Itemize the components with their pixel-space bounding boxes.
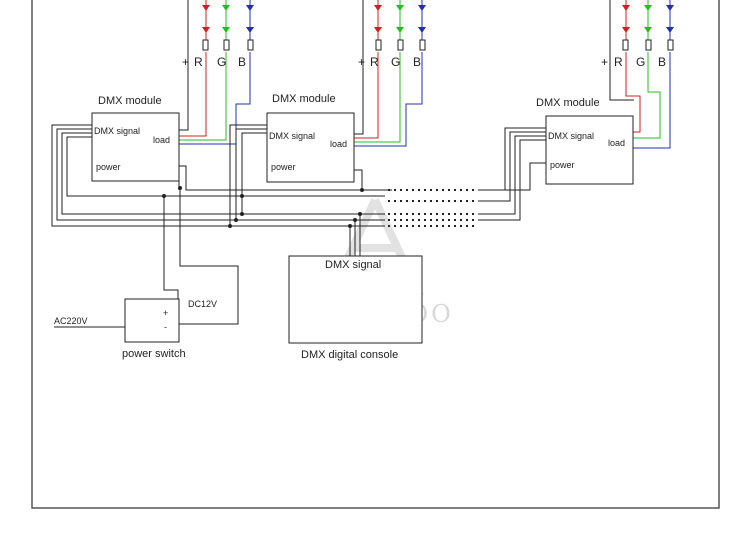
svg-text:G: G bbox=[391, 55, 400, 69]
led-string-3 bbox=[622, 0, 674, 51]
led-icon bbox=[644, 5, 652, 33]
resistor-icon bbox=[223, 39, 230, 51]
outer-frame bbox=[31, 0, 720, 509]
module-title: DMX module bbox=[536, 97, 600, 109]
led-icon bbox=[396, 5, 404, 33]
led-icon bbox=[202, 5, 210, 33]
svg-text:B: B bbox=[413, 55, 421, 69]
power-wiring bbox=[162, 162, 546, 325]
power-minus-label: - bbox=[164, 322, 167, 332]
dmx-module-2: DMX module DMX signal load power bbox=[266, 93, 355, 183]
svg-text:B: B bbox=[658, 55, 666, 69]
svg-text:+: + bbox=[182, 55, 189, 69]
module-title: DMX module bbox=[98, 95, 162, 107]
rgb-labels-1: + R G B bbox=[182, 55, 246, 69]
module-power-label: power bbox=[550, 160, 575, 170]
svg-text:B: B bbox=[238, 55, 246, 69]
led-icon bbox=[246, 5, 254, 33]
svg-text:G: G bbox=[217, 55, 226, 69]
svg-text:R: R bbox=[194, 55, 203, 69]
svg-text:+: + bbox=[601, 55, 608, 69]
module-box bbox=[266, 112, 355, 183]
load-wires-2 bbox=[354, 0, 423, 147]
rgb-labels-2: + R G B bbox=[358, 55, 421, 69]
power-switch-caption: power switch bbox=[122, 348, 186, 360]
led-string-1 bbox=[202, 0, 254, 51]
power-plus-label: + bbox=[163, 308, 168, 318]
resistor-icon bbox=[247, 39, 254, 51]
led-icon bbox=[418, 5, 426, 33]
module-power-label: power bbox=[271, 162, 296, 172]
module-load-label: load bbox=[608, 138, 625, 148]
led-icon bbox=[222, 5, 230, 33]
module-load-label: load bbox=[330, 139, 347, 149]
dmx-module-3: DMX module DMX signal load power bbox=[536, 97, 634, 185]
led-icon bbox=[374, 5, 382, 33]
led-string-2 bbox=[374, 0, 426, 51]
power-switch: + - AC220V DC12V power switch bbox=[54, 298, 217, 360]
led-icon bbox=[622, 5, 630, 33]
svg-text:G: G bbox=[636, 55, 645, 69]
led-icon bbox=[666, 5, 674, 33]
resistor-icon bbox=[375, 39, 382, 51]
resistor-icon bbox=[645, 39, 652, 51]
dc-output-label: DC12V bbox=[188, 299, 217, 309]
resistor-icon bbox=[419, 39, 426, 51]
dmx-signal-bus bbox=[51, 124, 546, 256]
module-title: DMX module bbox=[272, 93, 336, 105]
console-box bbox=[288, 255, 423, 344]
module-signal-label: DMX signal bbox=[269, 131, 315, 141]
svg-text:R: R bbox=[614, 55, 623, 69]
load-wires-1 bbox=[179, 0, 251, 145]
module-signal-label: DMX signal bbox=[548, 131, 594, 141]
console-caption: DMX digital console bbox=[301, 349, 398, 361]
power-switch-box bbox=[124, 298, 180, 343]
module-box bbox=[545, 115, 634, 185]
dmx-module-1: DMX module DMX signal load power bbox=[91, 95, 180, 182]
resistor-icon bbox=[397, 39, 404, 51]
ac-input-label: AC220V bbox=[54, 316, 88, 326]
module-box bbox=[91, 112, 180, 182]
load-wires-3 bbox=[609, 0, 671, 149]
svg-text:R: R bbox=[370, 55, 379, 69]
rgb-labels-3: + R G B bbox=[601, 55, 666, 69]
dmx-console: DMX signal DMX digital console bbox=[288, 255, 423, 361]
svg-text:+: + bbox=[358, 55, 365, 69]
resistor-icon bbox=[202, 39, 209, 51]
module-load-label: load bbox=[153, 135, 170, 145]
module-power-label: power bbox=[96, 162, 121, 172]
resistor-icon bbox=[667, 39, 674, 51]
resistor-icon bbox=[622, 39, 629, 51]
module-signal-label: DMX signal bbox=[94, 126, 140, 136]
console-signal-label: DMX signal bbox=[325, 259, 381, 271]
